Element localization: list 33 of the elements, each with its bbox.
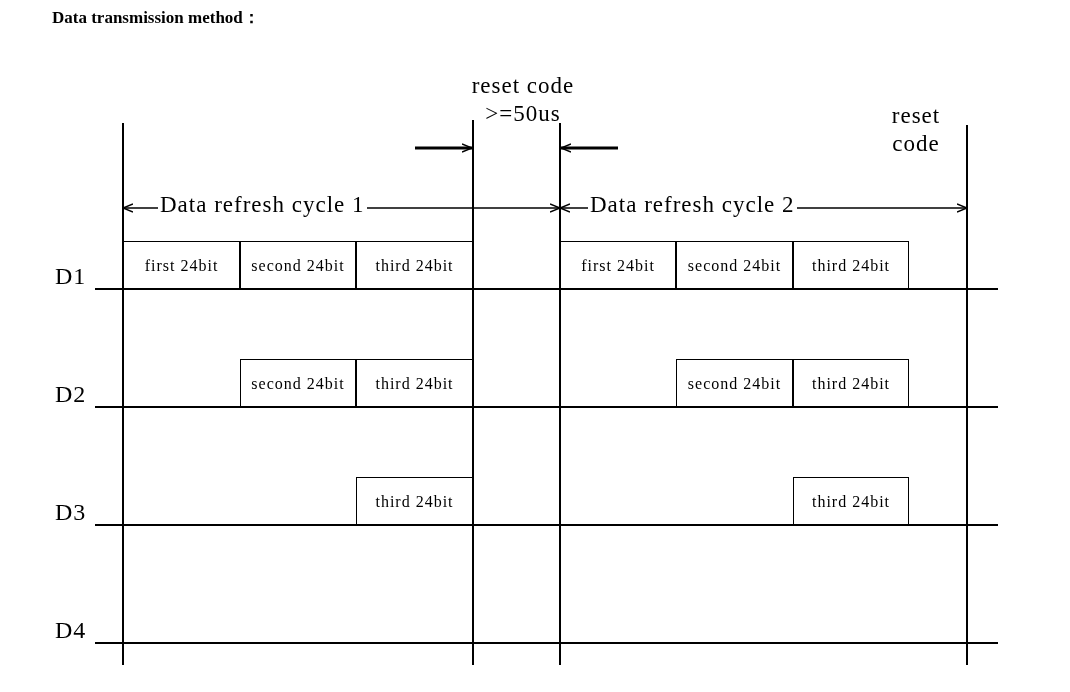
bit-label: third 24bit [811, 492, 891, 511]
diagram-title: Data transmission method： [52, 7, 260, 29]
data-frame-box [793, 241, 909, 290]
bit-label: second 24bit [687, 374, 782, 393]
cycle-label: Data refresh cycle 2 [588, 193, 797, 216]
data-frame-box [356, 359, 473, 408]
bit-label: second 24bit [251, 256, 345, 275]
data-frame-box [793, 477, 909, 526]
signal-name: D2 [55, 380, 87, 409]
data-frame-box [676, 241, 793, 290]
bit-label: first 24bit [581, 256, 655, 275]
bit-label: second 24bit [687, 256, 782, 275]
data-frame-box [240, 241, 356, 290]
data-frame-box [356, 477, 473, 526]
reset-code-label: reset code [890, 102, 942, 158]
bit-label: second 24bit [251, 374, 345, 393]
bit-label: third 24bit [375, 256, 454, 275]
bit-label: third 24bit [811, 256, 891, 275]
bit-label: third 24bit [375, 374, 454, 393]
signal-name: D1 [55, 262, 87, 291]
cycle-label: Data refresh cycle 1 [158, 193, 367, 216]
bit-label: first 24bit [144, 256, 219, 275]
signal-name: D4 [55, 616, 87, 645]
data-frame-box [356, 241, 473, 290]
data-frame-box [123, 241, 240, 290]
reset-code-label: reset code >=50us [470, 72, 576, 128]
data-frame-box [240, 359, 356, 408]
data-frame-box [676, 359, 793, 408]
bit-label: third 24bit [811, 374, 891, 393]
data-frame-box [560, 241, 676, 290]
data-frame-box [793, 359, 909, 408]
signal-name: D3 [55, 498, 87, 527]
bit-label: third 24bit [375, 492, 454, 511]
